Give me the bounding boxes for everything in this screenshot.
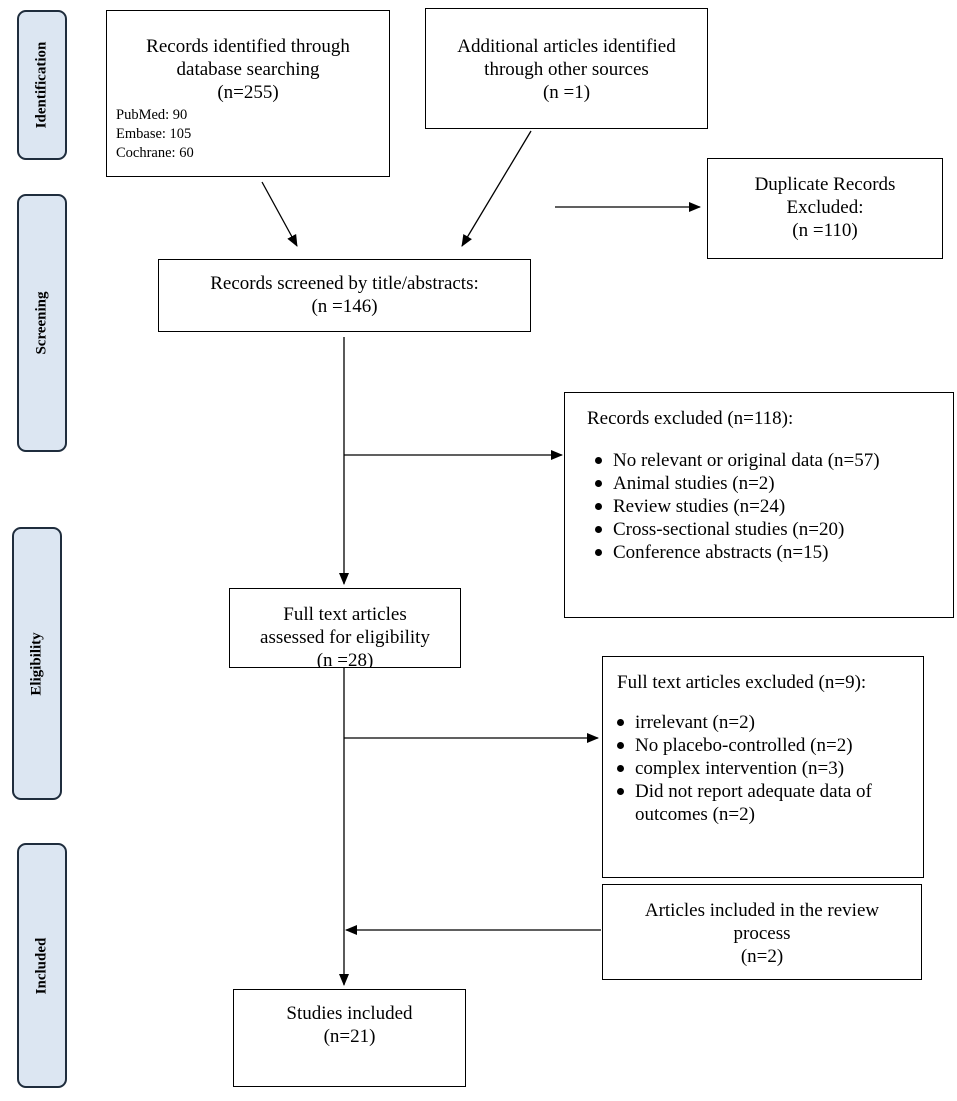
- phase-included-label: Included: [33, 937, 50, 994]
- phase-eligibility: Eligibility: [12, 527, 62, 800]
- fulltext-line-2: assessed for eligibility: [260, 627, 430, 648]
- database-sources-list: PubMed: 90 Embase: 105 Cochrane: 60: [107, 106, 389, 163]
- review-process-line-2: process: [733, 923, 791, 944]
- review-process-line-3: (n=2): [740, 946, 784, 967]
- source-pubmed: PubMed: 90: [116, 107, 188, 123]
- duplicates-line-1: Duplicate Records: [754, 174, 896, 195]
- fulltext-line-1: Full text articles: [283, 604, 407, 625]
- studies-included-text: Studies included (n=21): [234, 1002, 465, 1048]
- records-excluded-item: Animal studies (n=2): [593, 472, 953, 495]
- other-sources-text: Additional articles identified through o…: [426, 35, 707, 104]
- phase-screening: Screening: [17, 194, 67, 452]
- phase-eligibility-label: Eligibility: [28, 631, 45, 696]
- other-sources-box: Additional articles identified through o…: [425, 8, 708, 129]
- duplicates-line-2: Excluded:: [786, 197, 864, 218]
- fulltext-assessed-text: Full text articles assessed for eligibil…: [230, 603, 460, 668]
- duplicates-box: Duplicate Records Excluded: (n =110): [707, 158, 943, 259]
- fulltext-assessed-box: Full text articles assessed for eligibil…: [229, 588, 461, 668]
- review-process-text: Articles included in the review process …: [603, 899, 921, 968]
- phase-identification-label: Identification: [33, 41, 50, 129]
- review-process-line-1: Articles included in the review: [644, 900, 880, 921]
- records-excluded-heading: Records excluded (n=118):: [587, 408, 794, 429]
- records-excluded-list: No relevant or original data (n=57) Anim…: [593, 449, 953, 564]
- records-excluded-item: Review studies (n=24): [593, 495, 953, 518]
- duplicates-line-3: (n =110): [792, 220, 858, 241]
- database-search-box: Records identified through database sear…: [106, 10, 390, 177]
- studies-included-box: Studies included (n=21): [233, 989, 466, 1087]
- source-cochrane: Cochrane: 60: [116, 145, 194, 161]
- phase-screening-label: Screening: [33, 291, 50, 355]
- database-line-3: (n=255): [217, 82, 279, 103]
- fulltext-excluded-list: irrelevant (n=2) No placebo-controlled (…: [615, 711, 913, 826]
- fulltext-line-3: (n =28): [316, 650, 374, 668]
- review-process-box: Articles included in the review process …: [602, 884, 922, 980]
- studies-included-line-2: (n=21): [323, 1026, 376, 1047]
- fulltext-excluded-box: Full text articles excluded (n=9): irrel…: [602, 656, 924, 878]
- database-line-2: database searching: [176, 59, 320, 80]
- duplicates-text: Duplicate Records Excluded: (n =110): [708, 173, 942, 242]
- other-sources-line-3: (n =1): [542, 82, 591, 103]
- source-embase: Embase: 105: [116, 126, 192, 142]
- fulltext-excluded-item: Did not report adequate data of outcomes…: [615, 780, 913, 826]
- screened-line-1: Records screened by title/abstracts:: [210, 273, 479, 294]
- phase-identification: Identification: [17, 10, 67, 160]
- records-excluded-item: Conference abstracts (n=15): [593, 541, 953, 564]
- records-excluded-item: Cross-sectional studies (n=20): [593, 518, 953, 541]
- fulltext-excluded-heading: Full text articles excluded (n=9):: [617, 672, 867, 693]
- screened-line-2: (n =146): [311, 296, 378, 317]
- screened-text: Records screened by title/abstracts: (n …: [159, 272, 530, 318]
- records-excluded-box: Records excluded (n=118): No relevant or…: [564, 392, 954, 618]
- studies-included-line-1: Studies included: [286, 1003, 413, 1024]
- other-sources-line-2: through other sources: [484, 59, 649, 80]
- other-sources-line-1: Additional articles identified: [457, 36, 676, 57]
- arrow-other-to-screened: [461, 130, 532, 247]
- screened-box: Records screened by title/abstracts: (n …: [158, 259, 531, 332]
- database-line-1: Records identified through: [146, 36, 350, 57]
- phase-included: Included: [17, 843, 67, 1088]
- fulltext-excluded-item: No placebo-controlled (n=2): [615, 734, 913, 757]
- records-excluded-item: No relevant or original data (n=57): [593, 449, 953, 472]
- fulltext-excluded-item: irrelevant (n=2): [615, 711, 913, 734]
- arrow-database-to-screened: [261, 181, 298, 247]
- database-search-text: Records identified through database sear…: [107, 35, 389, 104]
- fulltext-excluded-item: complex intervention (n=3): [615, 757, 913, 780]
